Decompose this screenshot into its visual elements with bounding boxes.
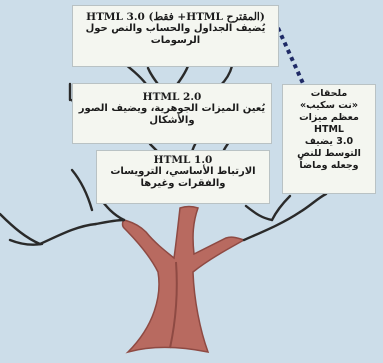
tree-trunk-shadow (169, 261, 178, 349)
html-1-title: HTML 1.0 (153, 154, 213, 166)
tree-trunk (121, 205, 246, 354)
netscape-extensions-box: ملحقات «نت سكيب» معظم ميزات HTML 3.0 يضي… (282, 84, 376, 194)
netscape-extensions-description: ملحقات «نت سكيب» معظم ميزات HTML 3.0 يضي… (297, 88, 361, 171)
html-3-description: يُضيف الجداول والحساب والنص حول الرسومات (85, 23, 266, 46)
extension-dotted-line (276, 27, 308, 91)
html-2-title: HTML 2.0 (142, 91, 202, 103)
html-1-box: HTML 1.0 الارتباط الأساسي، الترويسات وال… (96, 150, 270, 204)
html-2-box: HTML 2.0 يُعين الميزات الجوهرية، ويضيف ا… (72, 83, 272, 144)
html-3-box: (المقترح HTML+ فقط) HTML 3.0 يُضيف الجدا… (72, 5, 279, 67)
html-3-title: (المقترح HTML+ فقط) HTML 3.0 (86, 11, 265, 23)
html-2-description: يُعين الميزات الجوهرية، ويضيف الصور والأ… (78, 103, 266, 126)
html-1-description: الارتباط الأساسي، الترويسات والفقرات وغي… (110, 166, 256, 189)
